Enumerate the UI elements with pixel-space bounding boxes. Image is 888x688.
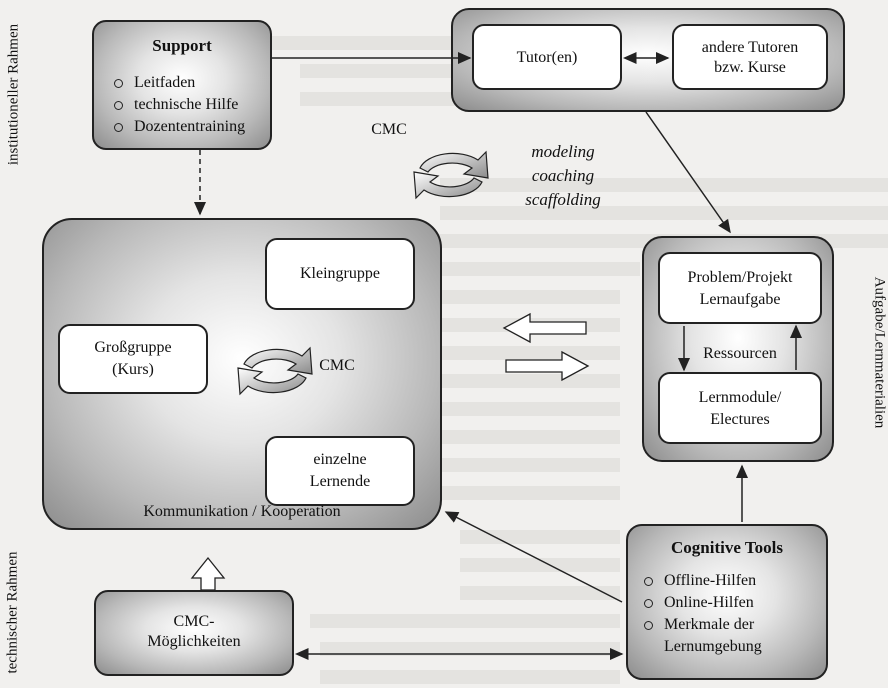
block-arrow-up <box>190 556 226 591</box>
cmc-center-label: CMC <box>319 357 355 374</box>
other-tutors-box: andere Tutoren bzw. Kurse <box>672 24 828 90</box>
grossgruppe-box: Großgruppe (Kurs) <box>58 324 208 394</box>
tutor-box: Tutor(en) <box>472 24 622 90</box>
arrow-tutor-to-materials <box>645 111 731 234</box>
cycle-icon-center <box>237 346 313 396</box>
einzelne-line2: Lernende <box>309 473 371 490</box>
kleingruppe-box: Kleingruppe <box>265 238 415 310</box>
cognitive-tools-box: Cognitive Tools Offline-Hilfen Online-Hi… <box>626 524 828 680</box>
other-tutors-line1: andere Tutoren <box>701 39 799 56</box>
method-scaffolding: scaffolding <box>525 190 601 209</box>
problem-box: Problem/Projekt Lernaufgabe <box>658 252 822 324</box>
support-item: Leitfaden <box>112 72 245 94</box>
problem-line1: Problem/Projekt <box>687 269 793 286</box>
cmc-moeglichkeiten-line1: CMC- <box>173 613 215 630</box>
cognitive-item-continued: Lernumgebung <box>664 638 762 655</box>
lernmodule-line1: Lernmodule/ <box>698 389 782 406</box>
cycle-icon-top <box>413 150 489 200</box>
einzelne-line1: einzelne <box>313 451 367 468</box>
cmc-moeglichkeiten-box: CMC- Möglichkeiten <box>94 590 294 676</box>
cognitive-tools-title: Cognitive Tools <box>671 538 783 557</box>
lernmodule-line2: Electures <box>710 411 770 428</box>
ressourcen-label: Ressourcen <box>703 345 777 362</box>
grossgruppe-line1: Großgruppe <box>94 339 172 356</box>
support-box: Support Leitfaden technische Hilfe Dozen… <box>92 20 272 150</box>
lernmodule-box: Lernmodule/ Electures <box>658 372 822 444</box>
grossgruppe-line2: (Kurs) <box>112 361 154 378</box>
support-item: Dozententraining <box>112 116 245 138</box>
kleingruppe-label: Kleingruppe <box>300 265 380 282</box>
support-title: Support <box>152 36 212 55</box>
cognitive-item: Offline-Hilfen <box>642 570 756 592</box>
cognitive-tools-list: Offline-Hilfen Online-Hilfen Merkmale de… <box>642 570 756 636</box>
method-modeling: modeling <box>531 142 595 161</box>
einzelne-lernende-box: einzelne Lernende <box>265 436 415 506</box>
arrow-cognitive-to-communication <box>444 511 623 603</box>
block-arrow-right <box>505 350 590 382</box>
cmc-top-label: CMC <box>371 121 407 138</box>
method-coaching: coaching <box>531 166 595 185</box>
support-list: Leitfaden technische Hilfe Dozententrain… <box>112 72 245 138</box>
methods-list: modeling coaching scaffolding <box>508 140 618 212</box>
other-tutors-line2: bzw. Kurse <box>714 59 786 76</box>
cognitive-item: Online-Hilfen <box>642 592 756 614</box>
tutor-label: Tutor(en) <box>516 49 578 66</box>
cognitive-item: Merkmale der <box>642 614 756 636</box>
communication-footer: Kommunikation / Kooperation <box>143 503 341 520</box>
block-arrow-left <box>502 312 587 344</box>
cmc-moeglichkeiten-line2: Möglichkeiten <box>147 633 241 650</box>
problem-line2: Lernaufgabe <box>699 291 781 308</box>
support-item: technische Hilfe <box>112 94 245 116</box>
